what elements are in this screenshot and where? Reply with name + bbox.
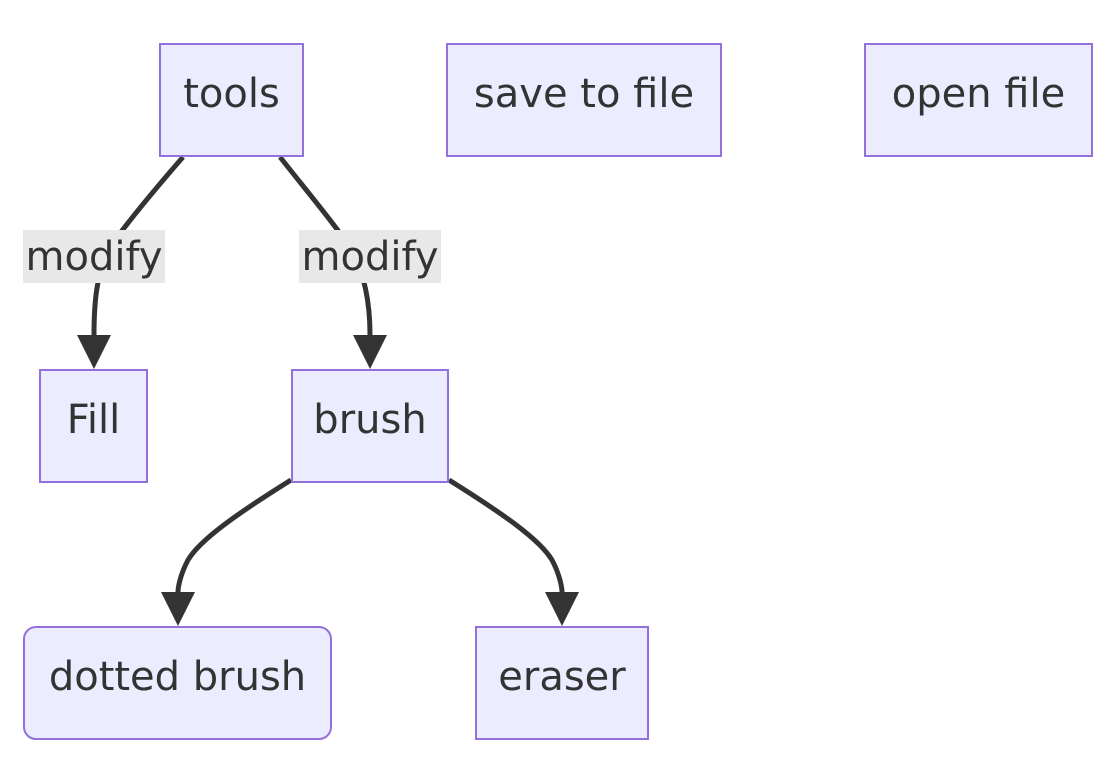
node-box bbox=[159, 43, 304, 157]
node-label: eraser bbox=[498, 654, 626, 700]
node-brush: brush bbox=[291, 369, 449, 483]
edge-line bbox=[175, 477, 293, 593]
node-box bbox=[475, 626, 649, 740]
arrowhead-icon bbox=[353, 335, 387, 369]
edge-line bbox=[447, 477, 565, 593]
arrowhead-icon bbox=[77, 335, 111, 369]
node-label: open file bbox=[892, 71, 1065, 117]
edge-label-text: modify bbox=[302, 234, 439, 280]
node-label: brush bbox=[313, 397, 426, 443]
edge-brush-to-eraser bbox=[447, 477, 579, 626]
edge-label-background bbox=[299, 230, 441, 283]
node-box bbox=[291, 369, 449, 483]
node-label: tools bbox=[183, 71, 280, 117]
node-box bbox=[39, 369, 148, 483]
node-box bbox=[864, 43, 1093, 157]
node-box bbox=[23, 626, 332, 740]
arrowhead-icon bbox=[161, 592, 195, 626]
node-label: dotted brush bbox=[49, 654, 306, 700]
edge-label-tools-fill: modify bbox=[23, 230, 165, 283]
node-eraser: eraser bbox=[475, 626, 649, 740]
node-box bbox=[446, 43, 722, 157]
node-label: Fill bbox=[67, 397, 120, 443]
edge-brush-to-dotted-brush bbox=[161, 477, 293, 626]
node-fill: Fill bbox=[39, 369, 148, 483]
arrowhead-icon bbox=[545, 592, 579, 626]
node-open-file: open file bbox=[864, 43, 1093, 157]
node-label: save to file bbox=[474, 71, 694, 117]
edge-label-text: modify bbox=[26, 234, 163, 280]
node-tools: tools bbox=[159, 43, 304, 157]
node-dotted-brush: dotted brush bbox=[23, 626, 332, 740]
node-save-to-file: save to file bbox=[446, 43, 722, 157]
edge-label-tools-brush: modify bbox=[299, 230, 441, 283]
edge-label-background bbox=[23, 230, 165, 283]
